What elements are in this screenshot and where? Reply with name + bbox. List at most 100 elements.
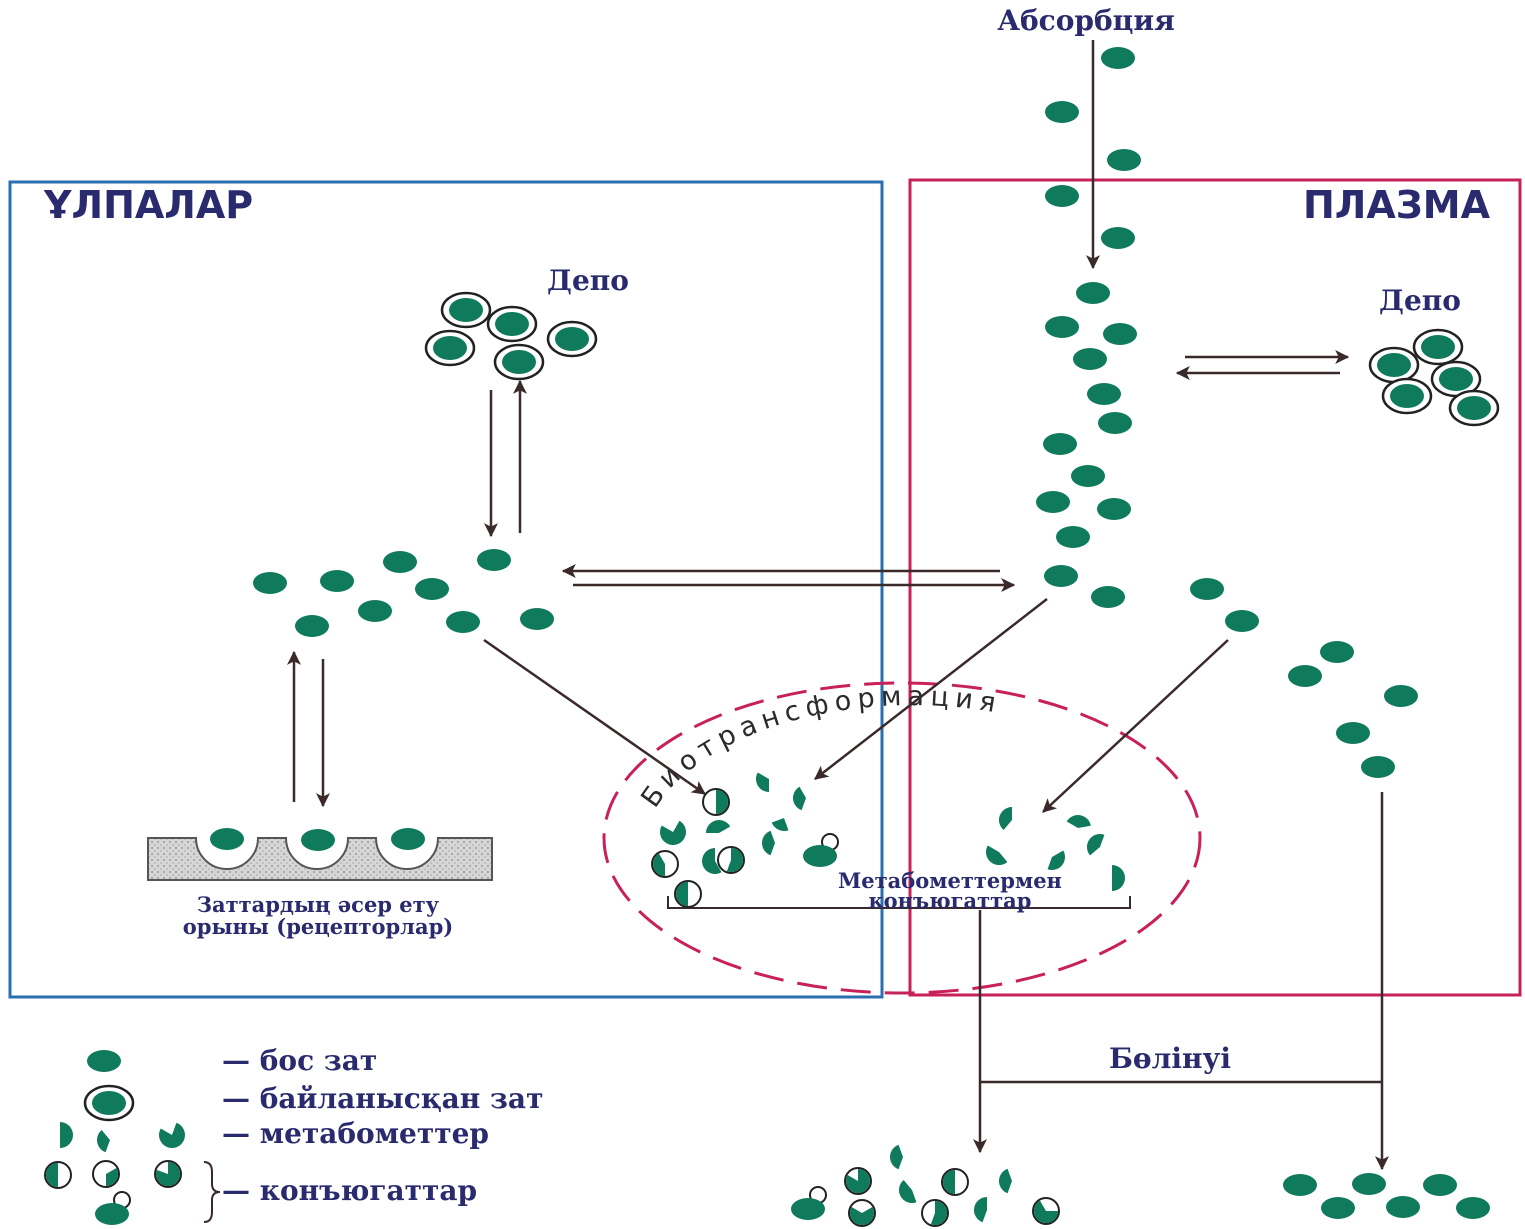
excreted-free-molecule (1283, 1174, 1317, 1196)
plasma-free-molecule (1044, 565, 1078, 587)
excreted-free-molecule (1352, 1173, 1386, 1195)
tissue-free-molecule (320, 570, 354, 592)
plasma-depot-bound-molecule (1430, 360, 1482, 398)
metabolite (1047, 850, 1065, 870)
tissues-title: ҰЛПАЛАР (43, 183, 253, 227)
metabolite-label-line1: Метабометтермен (838, 868, 1062, 893)
excreted-free-molecule (1423, 1174, 1457, 1196)
biotransformation-zone (602, 681, 1202, 995)
legend-bound-label: — байланысқан зат (222, 1082, 543, 1115)
conjugate (1032, 1197, 1060, 1225)
plasma-depot-label: Депо (1379, 284, 1461, 317)
plasma-free-molecule (1036, 491, 1070, 513)
metabolite (706, 820, 731, 833)
tissue-free-molecule (383, 551, 417, 573)
tissue-free-molecule (415, 578, 449, 600)
excretion-label: Бөлінуі (1109, 1042, 1231, 1075)
legend-metabolite-icon (159, 1122, 186, 1148)
plasma-free-molecule (1043, 433, 1077, 455)
plasma-free-molecule (1101, 227, 1135, 249)
plasma-free-molecule (1045, 316, 1079, 338)
tissue-depot-bound-molecule (486, 305, 538, 343)
plasma-depot-bound-molecule (1448, 389, 1500, 427)
plasma-free-molecule (1103, 323, 1137, 345)
plasma-free-molecule (1071, 465, 1105, 487)
tissue-free-molecule (446, 611, 480, 633)
tissue-biotransformation-arrow (483, 638, 706, 796)
receptor-bound-molecule (301, 829, 335, 851)
legend-bound-icon (83, 1084, 135, 1122)
absorption-label: Абсорбция (997, 4, 1175, 37)
legend-conjugate-icon (44, 1161, 72, 1189)
tissue-free-molecule (253, 572, 287, 594)
plasma-free-molecule (1101, 47, 1135, 69)
conjugate (702, 788, 730, 816)
tissue-depot-label: Депо (547, 264, 629, 297)
receptor-bound-molecule (391, 828, 425, 850)
metabolite (756, 772, 769, 792)
legend-metabolite-icon (60, 1122, 73, 1148)
legend-conjugate-icon (95, 1191, 131, 1225)
plasma-metabolism-arrow (1042, 639, 1229, 813)
tissue-free-molecule (295, 615, 329, 637)
legend-conjugate-icon (92, 1160, 120, 1188)
metabolite-label-line2: конъюгаттар (869, 888, 1032, 913)
metabolite (998, 1168, 1012, 1194)
metabolite (701, 848, 722, 875)
receptor-bound-molecule (210, 828, 244, 850)
metabolite (660, 820, 686, 846)
plasma-free-molecule (1098, 412, 1132, 434)
legend-conjugates-brace (203, 1161, 221, 1223)
excreted-free-molecule (1321, 1197, 1355, 1219)
receptor-label-line1: Заттардың әсер ету (197, 892, 440, 917)
plasma-depot-bound-molecule (1381, 377, 1433, 415)
metabolite (973, 1197, 987, 1223)
metabolite (1087, 834, 1105, 856)
tissue-depot-bound-molecule (546, 320, 598, 358)
metabolite (889, 1144, 903, 1170)
tissue-depot-bound-molecule (440, 291, 492, 329)
tissue-depot-bound-molecule (424, 329, 476, 367)
receptor-surface (147, 837, 493, 881)
tissue-depot-bound-molecule (493, 343, 545, 381)
legend-free-icon (87, 1050, 121, 1072)
legend-metabolites-label: — метабометтер (222, 1117, 489, 1150)
legend-free-label: — бос зат (222, 1044, 377, 1077)
plasma-free-molecule (1056, 526, 1090, 548)
metabolite (793, 786, 806, 811)
plasma-free-molecule (1107, 149, 1141, 171)
plasma-free-molecule (1097, 498, 1131, 520)
plasma-depot-bound-molecule (1412, 328, 1464, 366)
plasma-free-molecule (1045, 185, 1079, 207)
metabolite (986, 845, 1008, 865)
conjugate (803, 833, 839, 867)
conjugate (651, 850, 679, 878)
conjugate (674, 880, 702, 908)
plasma-title: ПЛАЗМА (1303, 183, 1491, 227)
plasma-free-molecule (1288, 665, 1322, 687)
metabolite (762, 830, 775, 856)
conjugate (848, 1199, 876, 1227)
excreted-free-molecule (1456, 1197, 1490, 1219)
plasma-free-molecule (1087, 383, 1121, 405)
plasma-free-molecule (1045, 101, 1079, 123)
plasma-biotransformation-arrow (814, 598, 1048, 780)
excreted-free-molecule (1386, 1196, 1420, 1218)
tissue-free-molecule (358, 600, 392, 622)
plasma-depot-bound-molecule (1368, 346, 1420, 384)
plasma-free-molecule (1190, 578, 1224, 600)
metabolite (1066, 815, 1091, 828)
plasma-free-molecule (1336, 722, 1370, 744)
conjugate (717, 846, 745, 874)
conjugate (844, 1167, 872, 1195)
metabolite-bracket (667, 896, 1131, 909)
plasma-compartment (908, 178, 1522, 997)
legend-metabolite-icon (96, 1130, 110, 1153)
conjugate (941, 1168, 969, 1196)
plasma-free-molecule (1091, 586, 1125, 608)
plasma-free-molecule (1361, 756, 1395, 778)
metabolite (898, 1180, 917, 1204)
metabolite (771, 818, 789, 831)
conjugate (921, 1199, 949, 1227)
